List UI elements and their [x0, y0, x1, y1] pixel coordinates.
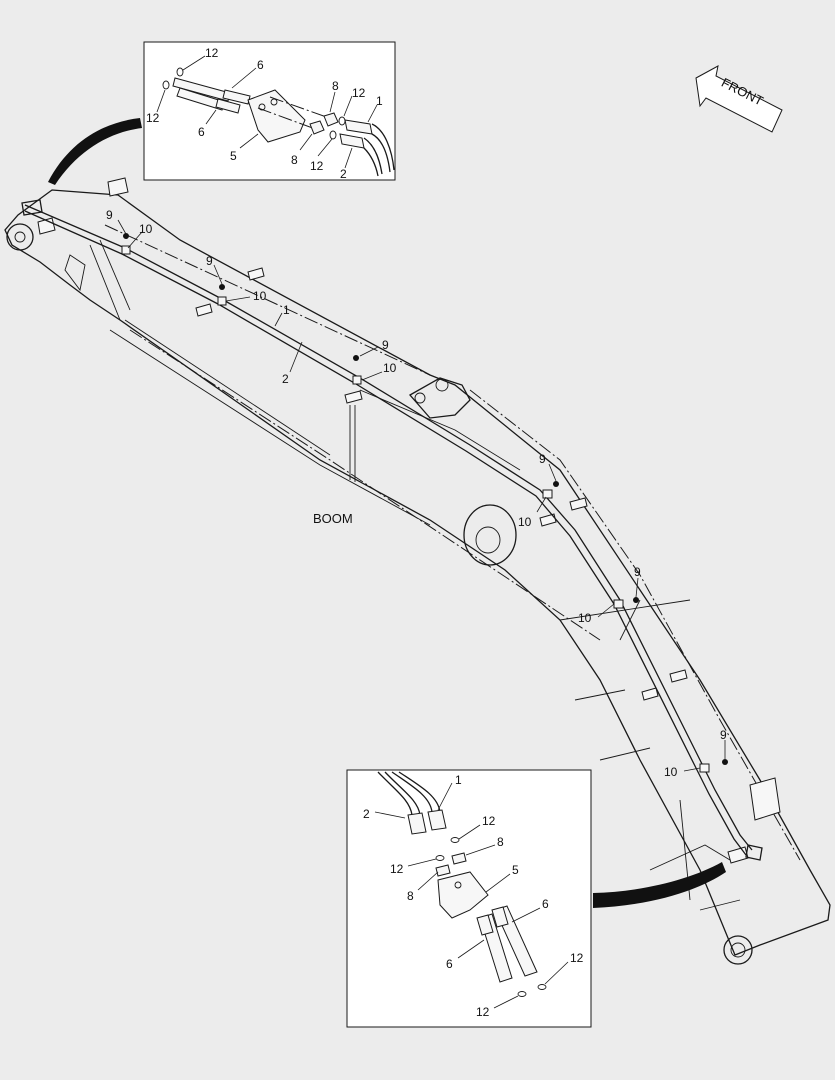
- hose-line-1: [24, 204, 753, 851]
- top-callout-1: 1: [376, 94, 383, 108]
- top-callout-12d: 12: [310, 159, 324, 173]
- callout-2: 2: [282, 372, 289, 386]
- callout-10a: 10: [139, 222, 153, 236]
- bottom-callout-6a: 6: [542, 897, 549, 911]
- bottom-callout-1: 1: [455, 773, 462, 787]
- top-callout-12b: 12: [146, 111, 160, 125]
- top-pointer: [48, 118, 142, 185]
- bottom-callout-8a: 8: [497, 835, 504, 849]
- callout-9a: 9: [106, 208, 113, 222]
- top-detail-panel: 12 12 6 6 5 8 8 12 12 1 2: [143, 41, 396, 181]
- bottom-callout-5: 5: [512, 863, 519, 877]
- bottom-callout-12a: 12: [482, 814, 496, 828]
- callout-1: 1: [283, 303, 290, 317]
- bottom-callout-6b: 6: [446, 957, 453, 971]
- callout-9e: 9: [634, 565, 641, 579]
- boom-structure: [4, 177, 831, 965]
- top-callout-12a: 12: [205, 46, 219, 60]
- callout-10d: 10: [518, 515, 532, 529]
- top-callout-5: 5: [230, 149, 237, 163]
- hose-lines: [21, 199, 763, 861]
- hose-clamps: [121, 233, 728, 773]
- top-callout-2: 2: [340, 167, 347, 181]
- bottom-callout-2: 2: [363, 807, 370, 821]
- bottom-detail-panel: 1 2 12 8 12 8 5 6 6 12 12: [346, 769, 592, 1028]
- callout-10c: 10: [383, 361, 397, 375]
- callout-9f: 9: [720, 728, 727, 742]
- front-arrow: FRONT: [695, 65, 783, 133]
- top-callout-6b: 6: [198, 125, 205, 139]
- top-callout-6a: 6: [257, 58, 264, 72]
- main-callouts: 9 10 9 10 1 2 9 10 9 10 9 10 9 10 BOOM: [106, 208, 727, 779]
- callout-10e: 10: [578, 611, 592, 625]
- top-callout-8a: 8: [332, 79, 339, 93]
- callout-9b: 9: [206, 254, 213, 268]
- hose-line-2: [24, 210, 747, 856]
- top-callout-8b: 8: [291, 153, 298, 167]
- boom-label: BOOM: [313, 511, 353, 526]
- top-callout-12c: 12: [352, 86, 366, 100]
- bottom-callout-12d: 12: [476, 1005, 490, 1019]
- callout-9c: 9: [382, 338, 389, 352]
- bottom-callout-12b: 12: [390, 862, 404, 876]
- callout-9d: 9: [539, 452, 546, 466]
- callout-10f: 10: [664, 765, 678, 779]
- bottom-pointer: [593, 862, 726, 908]
- bottom-callout-12c: 12: [570, 951, 584, 965]
- callout-10b: 10: [253, 289, 267, 303]
- bottom-callout-8b: 8: [407, 889, 414, 903]
- boom-outline: [4, 189, 831, 956]
